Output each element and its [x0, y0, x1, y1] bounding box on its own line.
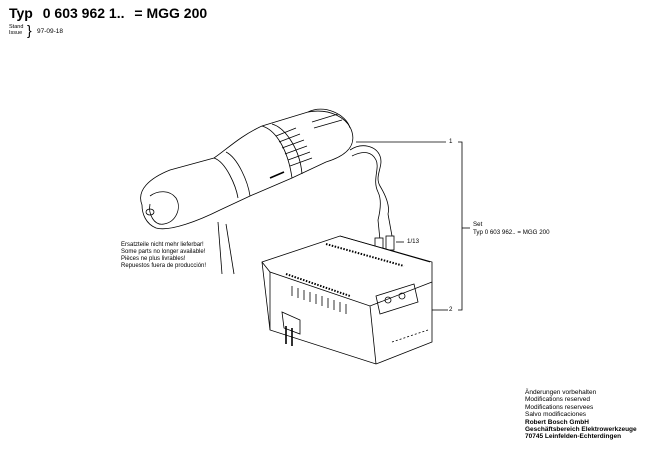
company-division: Geschäftsbereich Elektrowerkzeuge: [525, 426, 637, 434]
notice-line: Pièces ne plus livrables!: [121, 256, 186, 262]
brace-symbol: }: [27, 22, 32, 38]
part-number: 0 603 962 1..: [42, 5, 125, 21]
typ-label: Typ: [9, 5, 33, 21]
set-detail: Typ 0 603 962.. = MGG 200: [473, 229, 550, 236]
set-label: Set: [473, 221, 483, 228]
parts-availability-notice: Ersatzteile nicht mehr lieferbar! Some p…: [121, 242, 206, 270]
callout-item-2: 2: [449, 306, 453, 313]
charger-illustration: [261, 235, 433, 365]
footer-line: Modifications reserved: [525, 396, 591, 404]
footer-line: Änderungen vorbehalten: [525, 389, 597, 396]
notice-line: Some parts no longer available!: [121, 249, 206, 255]
issue-label: Issue: [9, 30, 23, 36]
footer-line: Salvo modificaciones: [525, 411, 587, 419]
company-address: 70745 Leinfelden-Echterdingen: [525, 433, 622, 441]
stand-label: Stand: [9, 24, 24, 30]
callout-item-1: 1: [449, 138, 453, 145]
stand-issue-labels: Stand Issue: [9, 24, 23, 36]
issue-date: 97-09-18: [37, 28, 64, 35]
footer-block: Änderungen vorbehalten Modifications res…: [525, 389, 637, 441]
footer-line: Modifications reservees: [525, 403, 594, 411]
grinder-illustration: [140, 108, 354, 230]
document-title: Typ 0 603 962 1.. = MGG 200: [9, 5, 207, 21]
callout-lines: [217, 141, 470, 311]
notice-line: Repuestos fuera de producción!: [121, 263, 207, 269]
callout-item-1-13: 1/13: [407, 238, 420, 245]
company-name: Robert Bosch GmbH: [525, 418, 589, 426]
notice-line: Ersatzteile nicht mehr lieferbar!: [121, 242, 204, 248]
model-name: = MGG 200: [134, 5, 208, 21]
